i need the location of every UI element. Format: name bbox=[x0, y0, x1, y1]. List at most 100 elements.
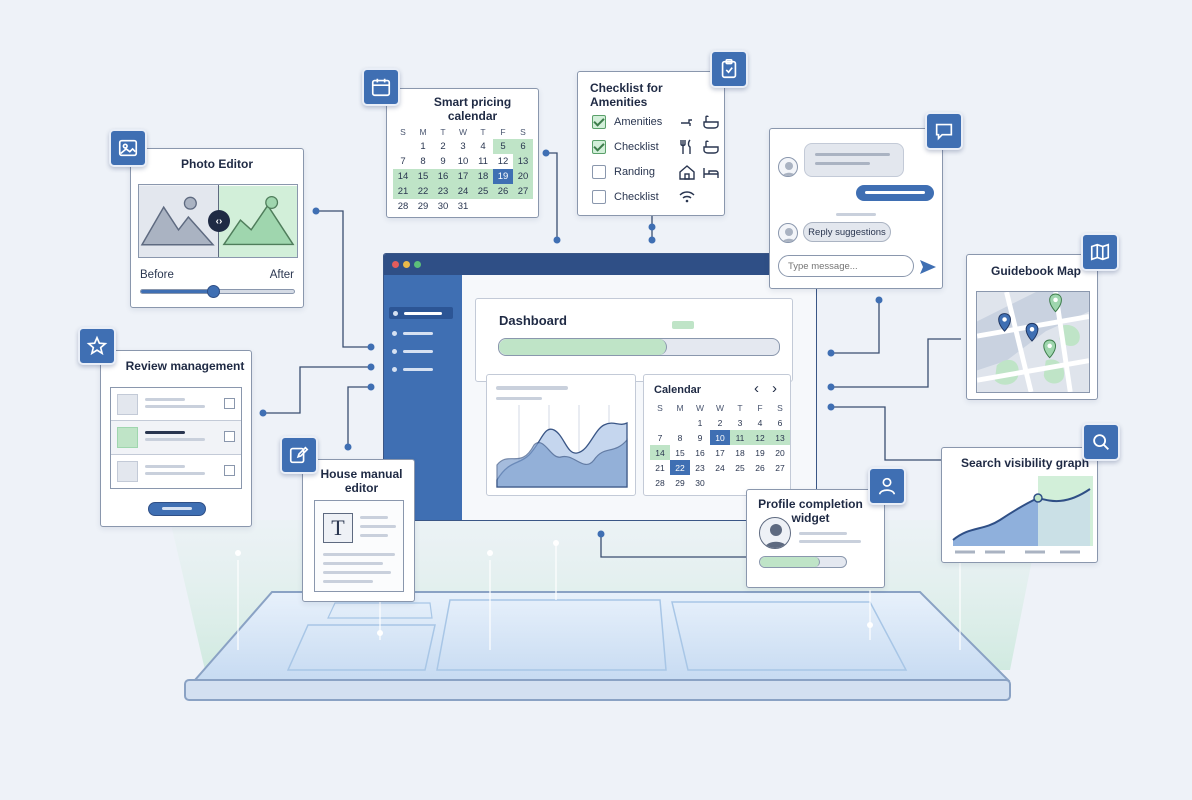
pricing-calendar-day[interactable]: 4 bbox=[480, 141, 486, 152]
dashboard-calendar-day[interactable]: 25 bbox=[735, 462, 745, 473]
pricing-calendar-day[interactable]: 27 bbox=[513, 184, 533, 199]
checklist-item[interactable]: Randing bbox=[592, 159, 720, 184]
sidebar-item-4[interactable] bbox=[392, 363, 433, 375]
pricing-calendar-day[interactable]: 7 bbox=[400, 156, 406, 167]
pricing-calendar-day[interactable]: 23 bbox=[433, 184, 453, 199]
maximize-dot[interactable] bbox=[414, 261, 421, 268]
pricing-calendar-day[interactable]: 9 bbox=[440, 156, 446, 167]
pricing-calendar-day[interactable]: 22 bbox=[413, 184, 433, 199]
pricing-calendar-day[interactable]: 13 bbox=[513, 154, 533, 169]
dashboard-calendar-day[interactable]: 30 bbox=[695, 477, 705, 488]
house-manual-document[interactable]: T bbox=[314, 500, 404, 592]
dashboard-calendar-day[interactable]: 18 bbox=[735, 447, 745, 458]
dashboard-calendar-day[interactable]: 23 bbox=[695, 462, 705, 473]
pricing-calendar-day[interactable]: 1 bbox=[420, 141, 426, 152]
sidebar-item-2[interactable] bbox=[392, 327, 433, 339]
checklist-item[interactable]: Checklist bbox=[592, 134, 720, 159]
pricing-calendar-day[interactable]: 5 bbox=[493, 139, 513, 154]
dashboard-calendar-day[interactable]: 28 bbox=[655, 477, 665, 488]
review-checkbox[interactable] bbox=[224, 398, 235, 409]
dashboard-calendar-day[interactable]: 27 bbox=[775, 462, 785, 473]
dashboard-calendar-day[interactable]: 1 bbox=[697, 417, 703, 428]
dashboard-calendar-day[interactable]: 14 bbox=[650, 445, 670, 460]
pricing-calendar-day[interactable]: 8 bbox=[420, 156, 426, 167]
checklist-checkbox[interactable] bbox=[592, 189, 606, 204]
dashboard-calendar-day[interactable]: 20 bbox=[775, 447, 785, 458]
message-input[interactable] bbox=[778, 255, 914, 277]
checklist-label: Checklist bbox=[614, 140, 659, 153]
pricing-calendar-day[interactable]: 12 bbox=[497, 156, 509, 167]
review-row[interactable] bbox=[111, 388, 241, 421]
pricing-calendar-day[interactable]: 20 bbox=[513, 169, 533, 184]
review-checkbox[interactable] bbox=[224, 431, 235, 442]
dashboard-calendar-day[interactable]: 6 bbox=[777, 417, 783, 428]
dashboard-calendar-day[interactable]: 13 bbox=[770, 430, 790, 445]
slider-knob[interactable] bbox=[206, 285, 220, 298]
dashboard-calendar-day[interactable]: 11 bbox=[730, 430, 750, 445]
pricing-calendar-weekday: S bbox=[400, 126, 406, 137]
pricing-calendar-day[interactable]: 30 bbox=[437, 201, 449, 212]
calendar-prev-button[interactable]: ‹ bbox=[754, 380, 759, 397]
before-after-slider[interactable] bbox=[140, 285, 295, 298]
review-checkbox[interactable] bbox=[224, 465, 235, 476]
review-row[interactable] bbox=[111, 455, 241, 488]
dashboard-calendar-day[interactable]: 12 bbox=[750, 430, 770, 445]
dashboard-calendar-day[interactable]: 19 bbox=[755, 447, 765, 458]
checklist-item[interactable]: Amenities bbox=[592, 109, 720, 134]
checklist-item[interactable]: Checklist bbox=[592, 184, 720, 209]
pricing-calendar-day[interactable]: 16 bbox=[433, 169, 453, 184]
send-icon[interactable] bbox=[919, 259, 937, 275]
pricing-calendar-day[interactable]: 11 bbox=[478, 156, 488, 167]
pricing-calendar-day[interactable]: 25 bbox=[473, 184, 493, 199]
calendar-next-button[interactable]: › bbox=[772, 380, 777, 397]
checklist-checkbox[interactable] bbox=[592, 114, 606, 129]
dashboard-calendar-day[interactable]: 16 bbox=[695, 447, 705, 458]
pricing-calendar-day[interactable]: 14 bbox=[393, 169, 413, 184]
pricing-calendar-day[interactable]: 17 bbox=[453, 169, 473, 184]
dashboard-calendar-day[interactable]: 2 bbox=[717, 417, 723, 428]
dashboard-calendar-day[interactable]: 24 bbox=[715, 462, 725, 473]
pricing-calendar-day[interactable]: 31 bbox=[457, 201, 469, 212]
pricing-calendar-day bbox=[473, 199, 493, 214]
compare-handle-icon[interactable]: ‹› bbox=[208, 210, 230, 232]
dashboard-calendar-day[interactable]: 7 bbox=[657, 432, 663, 443]
dashboard-calendar-day[interactable]: 22 bbox=[670, 460, 690, 475]
pricing-calendar-day[interactable]: 6 bbox=[513, 139, 533, 154]
photo-editor-card: Photo Editor ‹› Before After bbox=[130, 148, 304, 308]
pricing-calendar-day[interactable]: 21 bbox=[393, 184, 413, 199]
checklist-checkbox[interactable] bbox=[592, 139, 606, 154]
pricing-calendar-day[interactable]: 2 bbox=[440, 141, 446, 152]
pricing-calendar-day[interactable]: 29 bbox=[417, 201, 429, 212]
checklist-checkbox[interactable] bbox=[592, 164, 606, 179]
dashboard-calendar-day[interactable]: 26 bbox=[755, 462, 765, 473]
pricing-calendar-day[interactable]: 26 bbox=[493, 184, 513, 199]
review-submit-button[interactable] bbox=[148, 502, 206, 516]
dashboard-calendar-day[interactable]: 10 bbox=[710, 430, 730, 445]
sidebar-item-3[interactable] bbox=[392, 345, 433, 357]
pricing-calendar-day[interactable]: 19 bbox=[493, 169, 513, 184]
dashboard-calendar-day[interactable]: 15 bbox=[675, 447, 685, 458]
pricing-calendar-day[interactable]: 28 bbox=[397, 201, 409, 212]
pricing-calendar-day[interactable]: 10 bbox=[457, 156, 469, 167]
review-row[interactable] bbox=[111, 421, 241, 455]
sidebar-item-1[interactable] bbox=[389, 307, 453, 319]
bed-icon bbox=[703, 167, 719, 178]
text-format-icon[interactable]: T bbox=[323, 513, 353, 543]
pricing-calendar-day[interactable]: 18 bbox=[473, 169, 493, 184]
reply-suggestions-button[interactable]: Reply suggestions bbox=[803, 222, 891, 242]
dashboard-calendar-day[interactable]: 9 bbox=[697, 432, 703, 443]
pricing-calendar-day[interactable]: 15 bbox=[413, 169, 433, 184]
minimize-dot[interactable] bbox=[403, 261, 410, 268]
dashboard-calendar-weekday: W bbox=[715, 402, 725, 413]
dashboard-calendar-day[interactable]: 8 bbox=[677, 432, 683, 443]
dashboard-calendar-day[interactable]: 4 bbox=[757, 417, 763, 428]
slider-fill bbox=[141, 290, 213, 293]
dashboard-calendar-day[interactable]: 21 bbox=[655, 462, 665, 473]
pricing-calendar-day[interactable]: 24 bbox=[453, 184, 473, 199]
dashboard-calendar-day[interactable]: 29 bbox=[675, 477, 685, 488]
dashboard-calendar-day[interactable]: 17 bbox=[715, 447, 725, 458]
pricing-calendar-day[interactable]: 3 bbox=[460, 141, 466, 152]
close-dot[interactable] bbox=[392, 261, 399, 268]
dashboard-calendar-day[interactable]: 3 bbox=[737, 417, 743, 428]
